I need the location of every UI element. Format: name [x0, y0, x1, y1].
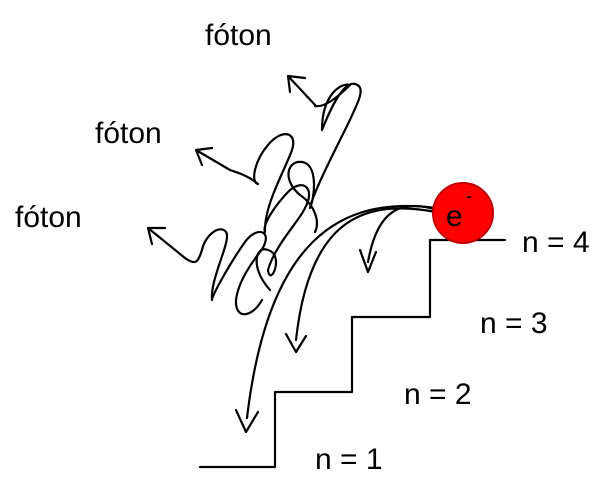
electron-charge: - [466, 186, 472, 206]
electron-symbol: e [446, 200, 463, 233]
transition-arrow-to-n3 [366, 204, 440, 264]
photon-label-top: fóton [205, 19, 272, 52]
level-label-n3: n = 3 [480, 307, 548, 340]
level-label-n1: n = 1 [315, 443, 383, 476]
photon-arrow-top [286, 74, 318, 108]
transition-arrowhead-to-n1 [234, 408, 260, 434]
photon-label-middle: fóton [95, 117, 162, 150]
photon-wave-lower [183, 228, 267, 316]
transition-arrow-to-n2 [294, 207, 438, 342]
photon-arrow-middle [194, 146, 232, 172]
photon-wave-middle [228, 133, 311, 292]
electron-dot [432, 182, 494, 244]
transition-arrow-to-n1 [245, 204, 438, 420]
level-label-n2: n = 2 [404, 378, 472, 411]
energy-staircase [198, 238, 507, 469]
photon-arrow-lower [146, 226, 187, 260]
transition-arrowhead-to-n2 [284, 332, 308, 354]
photon-label-lower: fóton [15, 201, 82, 234]
transition-arrowhead-to-n3 [358, 248, 378, 274]
level-label-n4: n = 4 [522, 226, 590, 259]
photon-wave-top [287, 82, 362, 234]
